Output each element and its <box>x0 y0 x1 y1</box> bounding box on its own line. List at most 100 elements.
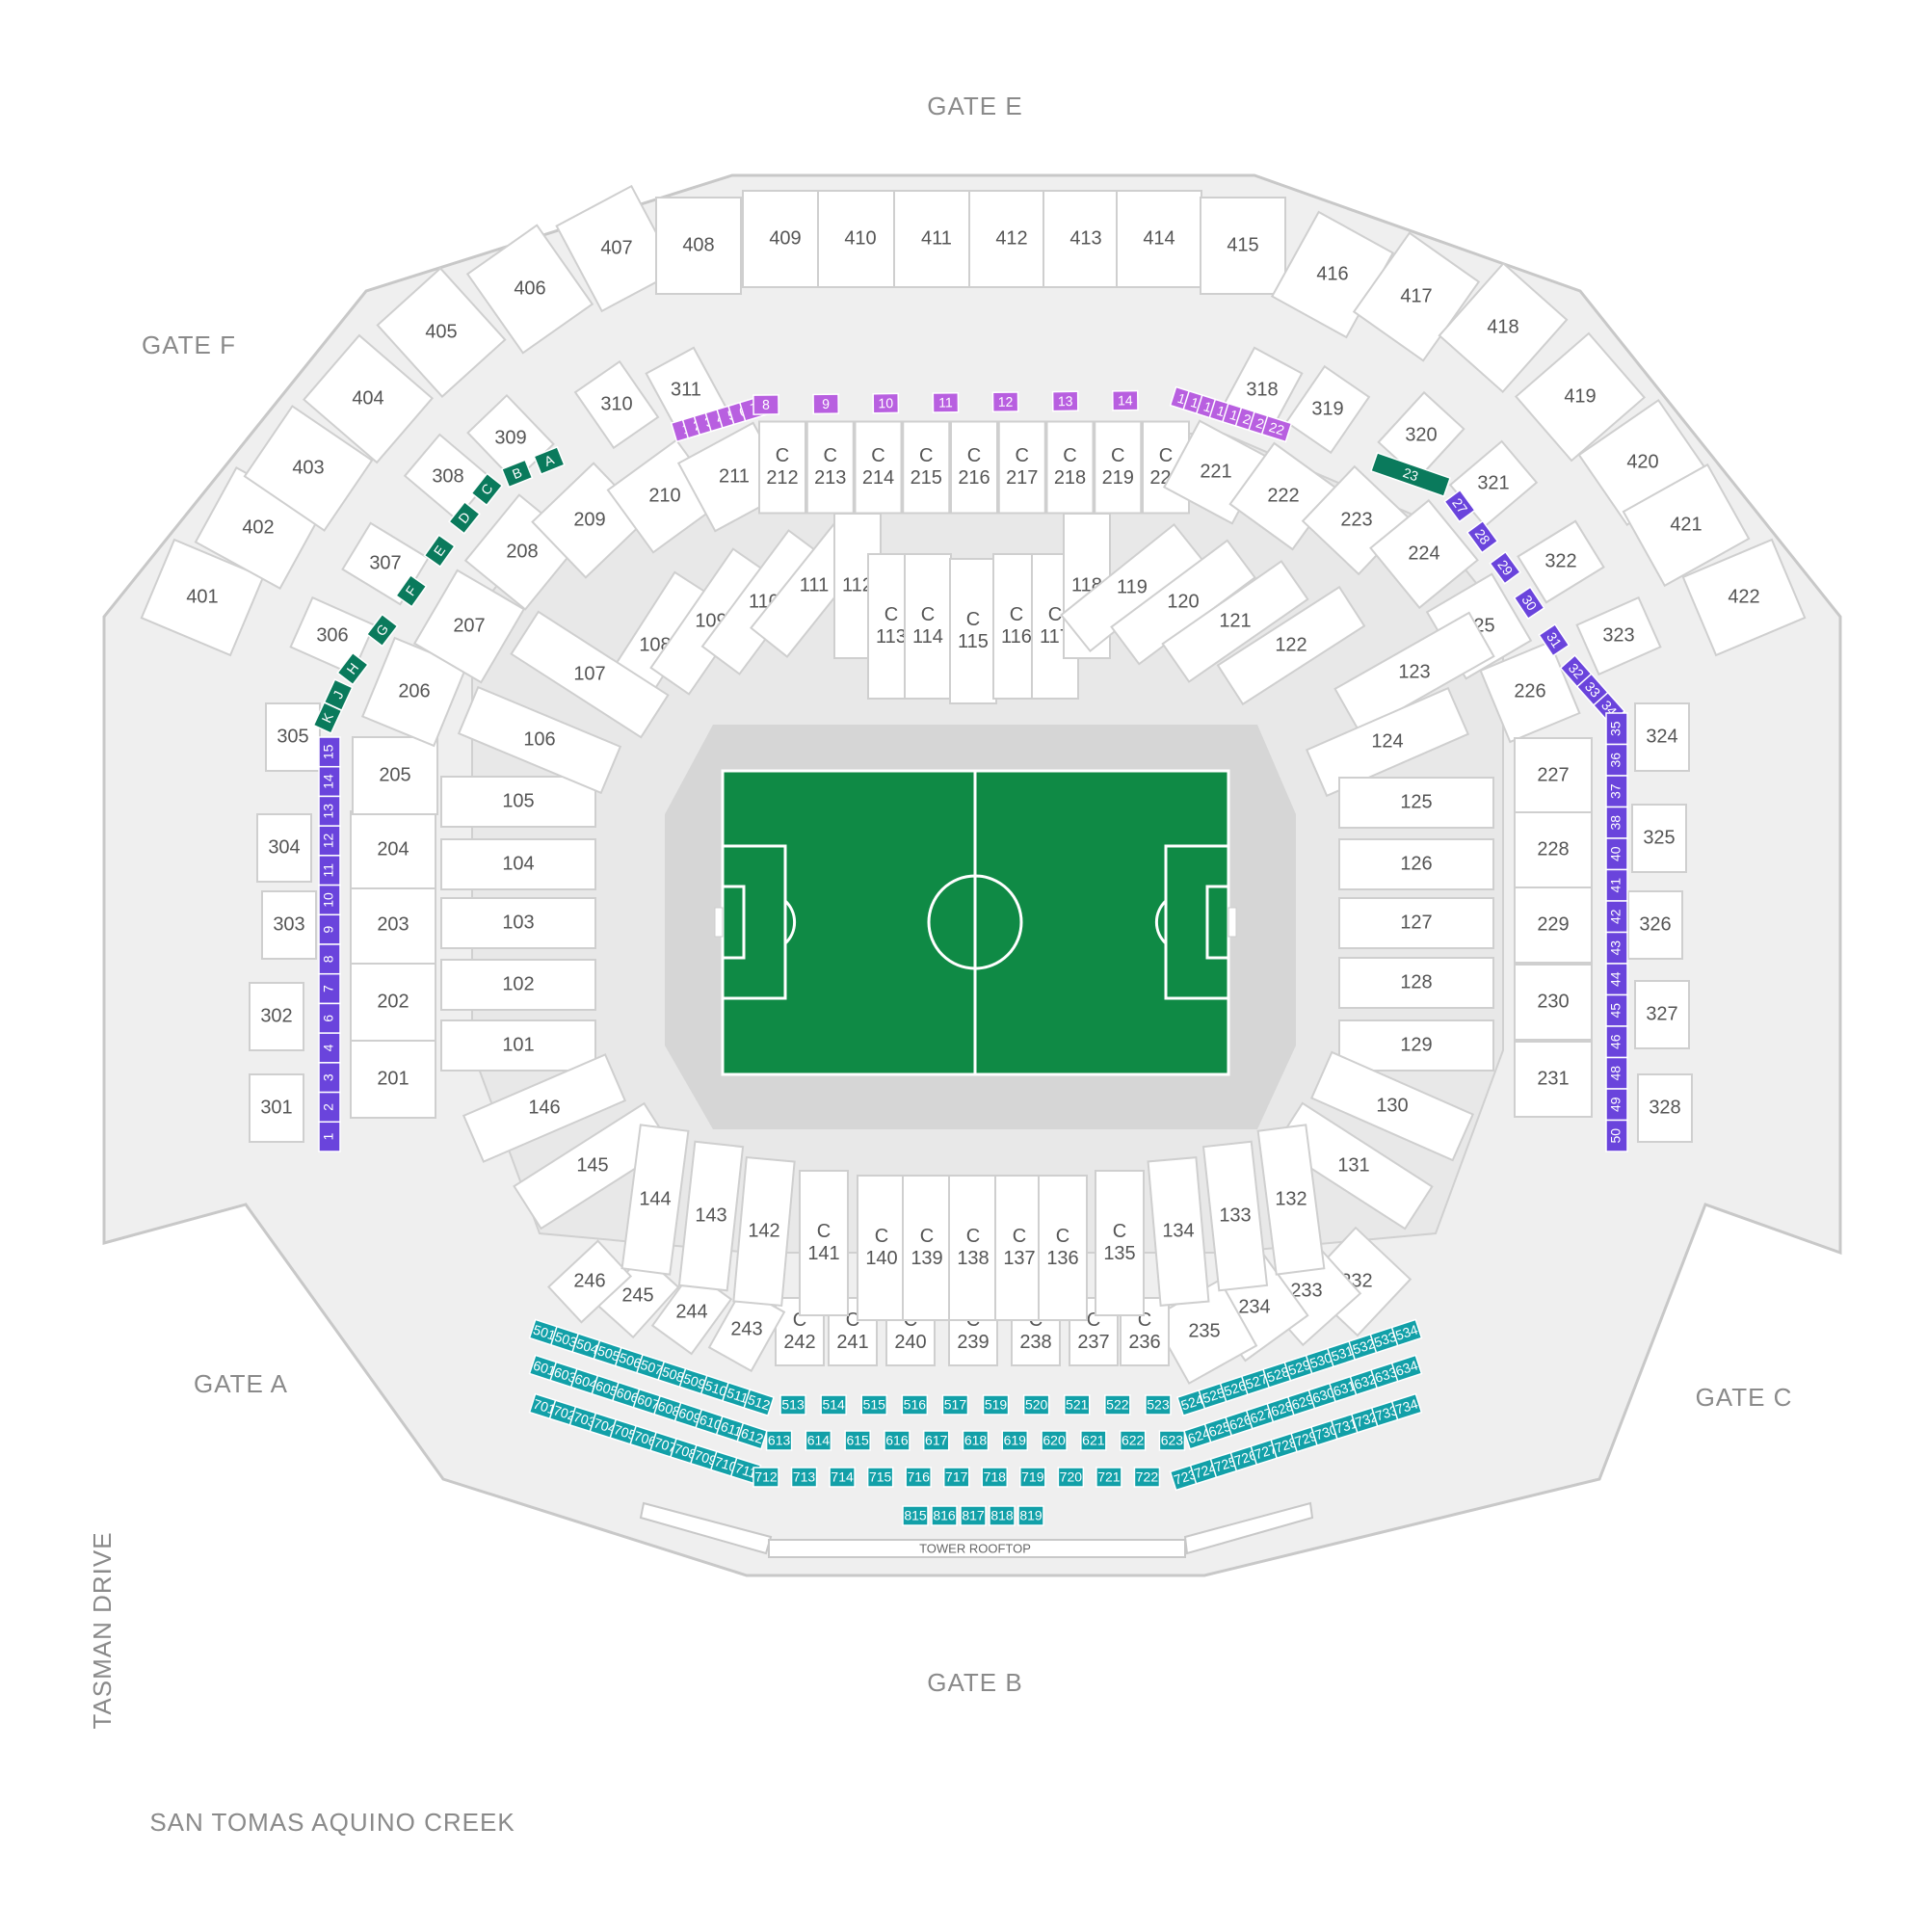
suite-left-h[interactable]: H <box>336 651 370 686</box>
suite-right-diag-29[interactable]: 29 <box>1489 550 1521 585</box>
suite-500-527[interactable]: 527 <box>1240 1367 1273 1396</box>
suite-right-num-36[interactable]: 36 <box>1605 743 1628 777</box>
suite-500-514[interactable]: 514 <box>820 1394 847 1416</box>
section-229[interactable] <box>1514 887 1593 964</box>
suite-shape[interactable] <box>1119 1430 1147 1451</box>
suite-right-num-46[interactable]: 46 <box>1605 1025 1628 1059</box>
suite-500-528[interactable]: 528 <box>1262 1361 1294 1389</box>
section-103[interactable] <box>440 897 596 949</box>
section-405[interactable] <box>376 266 507 399</box>
section-shape[interactable] <box>465 224 594 355</box>
suite-top-13[interactable]: 13 <box>1051 390 1079 412</box>
suite-shape[interactable] <box>932 391 960 413</box>
section-324[interactable] <box>1634 702 1690 772</box>
section-403[interactable] <box>243 405 374 532</box>
suite-shape[interactable] <box>1390 1318 1423 1347</box>
section-shape[interactable] <box>893 190 980 288</box>
suite-shape[interactable] <box>991 391 1019 413</box>
section-328[interactable] <box>1637 1073 1693 1143</box>
section-shape[interactable] <box>1369 498 1479 610</box>
suite-500-525[interactable]: 525 <box>1198 1381 1230 1410</box>
section-shape[interactable] <box>1038 1175 1088 1321</box>
section-102[interactable] <box>440 959 596 1011</box>
suite-shape[interactable] <box>1465 519 1499 554</box>
section-c-214[interactable] <box>854 420 903 515</box>
suite-left-c[interactable]: C <box>470 472 504 507</box>
section-104[interactable] <box>440 838 596 890</box>
section-shape[interactable] <box>462 1053 627 1163</box>
suite-500-517[interactable]: 517 <box>941 1394 969 1416</box>
suite-shape[interactable] <box>779 1394 806 1416</box>
suite-top-10[interactable]: 10 <box>872 392 900 414</box>
section-shape[interactable] <box>412 569 526 684</box>
suite-shape[interactable] <box>844 1430 871 1451</box>
section-301[interactable] <box>249 1073 304 1143</box>
section-shape[interactable] <box>1161 560 1309 683</box>
section-shape[interactable] <box>403 433 493 521</box>
section-326[interactable] <box>1627 890 1683 960</box>
section-shape[interactable] <box>1627 890 1683 960</box>
suite-shape[interactable] <box>902 1505 929 1526</box>
suite-500-507[interactable]: 507 <box>635 1353 668 1382</box>
section-shape[interactable] <box>1514 887 1593 964</box>
section-406[interactable] <box>465 224 594 355</box>
section-shape[interactable] <box>902 420 951 515</box>
suite-left-num-12[interactable]: 12 <box>318 825 341 857</box>
suite-left-g[interactable]: G <box>365 613 399 648</box>
suite-shape[interactable] <box>922 1430 950 1451</box>
suite-left-k[interactable]: K <box>312 701 343 735</box>
suite-left-b[interactable]: B <box>500 459 534 489</box>
suite-left-num-14[interactable]: 14 <box>318 765 341 798</box>
suite-600-622[interactable]: 622 <box>1119 1430 1147 1451</box>
suite-left-f[interactable]: F <box>395 573 428 608</box>
section-142[interactable] <box>732 1155 796 1308</box>
section-shape[interactable] <box>140 538 265 657</box>
suite-500-521[interactable]: 521 <box>1063 1394 1091 1416</box>
suite-shape[interactable] <box>829 1467 856 1488</box>
suite-500-531[interactable]: 531 <box>1326 1339 1359 1368</box>
section-309[interactable] <box>466 393 555 484</box>
section-shape[interactable] <box>1338 777 1494 829</box>
section-shape[interactable] <box>1309 1050 1475 1162</box>
suite-top-12[interactable]: 12 <box>991 391 1019 413</box>
suite-700-716[interactable]: 716 <box>905 1467 932 1488</box>
section-231[interactable] <box>1514 1041 1593 1118</box>
section-c-135[interactable] <box>1095 1170 1145 1316</box>
suite-right-num-38[interactable]: 38 <box>1605 806 1628 839</box>
section-422[interactable] <box>1681 538 1807 657</box>
section-shape[interactable] <box>1514 1041 1593 1118</box>
suite-700-719[interactable]: 719 <box>1019 1467 1046 1488</box>
section-205[interactable] <box>352 736 438 815</box>
section-408[interactable] <box>655 197 742 295</box>
suite-shape[interactable] <box>312 701 343 735</box>
section-shape[interactable] <box>1637 1073 1693 1143</box>
section-132[interactable] <box>1256 1124 1326 1276</box>
suite-right-num-45[interactable]: 45 <box>1605 993 1628 1027</box>
suite-shape[interactable] <box>1390 1392 1423 1421</box>
suite-600-617[interactable]: 617 <box>922 1430 950 1451</box>
section-123[interactable] <box>1333 611 1495 734</box>
suite-shape[interactable] <box>812 393 840 415</box>
suite-shape[interactable] <box>448 500 481 535</box>
suite-left-num-2[interactable]: 2 <box>318 1091 341 1124</box>
section-shape[interactable] <box>1338 897 1494 949</box>
section-shape[interactable] <box>1575 595 1662 676</box>
section-shape[interactable] <box>350 1040 436 1119</box>
section-shape[interactable] <box>350 963 436 1042</box>
section-146[interactable] <box>462 1053 627 1163</box>
suite-shape[interactable] <box>866 1467 894 1488</box>
suite-right-num-48[interactable]: 48 <box>1605 1056 1628 1090</box>
suite-600-613[interactable]: 613 <box>765 1430 793 1451</box>
section-418[interactable] <box>1438 261 1569 394</box>
suite-top-8[interactable]: 8 <box>752 394 779 415</box>
section-shape[interactable] <box>1094 420 1143 515</box>
section-shape[interactable] <box>1517 519 1605 604</box>
suite-shape[interactable] <box>981 1467 1009 1488</box>
suite-shape[interactable] <box>1019 1467 1046 1488</box>
section-shape[interactable] <box>1479 640 1581 744</box>
section-207[interactable] <box>412 569 526 684</box>
suite-shape[interactable] <box>470 472 504 507</box>
suite-500-523[interactable]: 523 <box>1145 1394 1172 1416</box>
suite-left-num-3[interactable]: 3 <box>318 1062 341 1094</box>
suite-600-614[interactable]: 614 <box>805 1430 832 1451</box>
